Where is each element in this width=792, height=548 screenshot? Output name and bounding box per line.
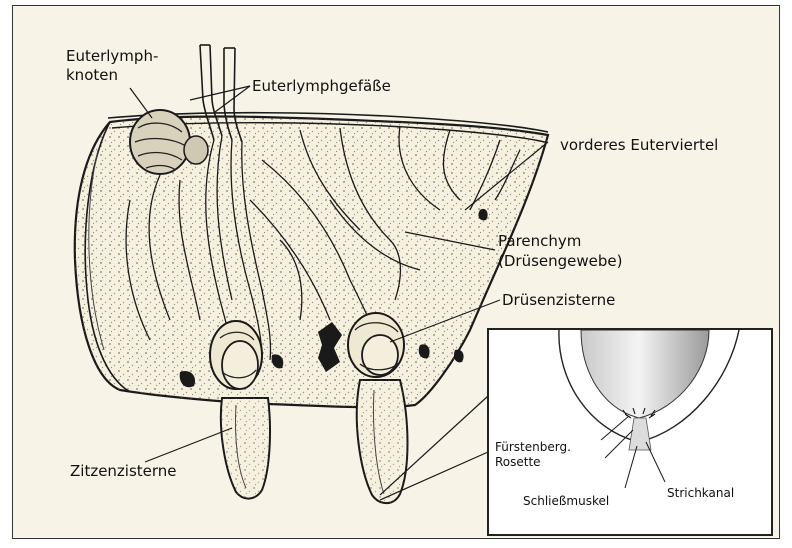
lymph-vessels-label: Euterlymphgefäße <box>252 77 391 95</box>
rosette-label-line2: Rosette <box>495 455 541 470</box>
gland-cistern-label: Drüsenzisterne <box>502 291 615 309</box>
leader-lymph-node <box>130 88 152 118</box>
parenchyma-label-line2: (Drüsengewebe) <box>498 252 622 270</box>
teat-canal-label: Strichkanal <box>667 486 734 501</box>
gland-cistern-right <box>348 313 404 377</box>
rosette-label-line1: Fürstenberg. <box>495 440 571 455</box>
teat-left <box>221 398 270 499</box>
teat-tip-inset: Fürstenberg. Rosette Schließmuskel Stric… <box>487 328 773 536</box>
parenchyma-label-line1: Parenchym <box>498 232 581 250</box>
front-quarter-label: vorderes Euterviertel <box>560 136 718 154</box>
leader-teat-cistern <box>145 428 232 462</box>
teat-cistern-label: Zitzenzisterne <box>70 462 177 480</box>
lymph-nodes-label-line1: Euterlymph- <box>66 47 158 65</box>
sphincter-label: Schließmuskel <box>523 494 609 509</box>
teat-right <box>357 380 408 503</box>
gland-cistern-left <box>210 321 262 389</box>
lymph-nodes-label-line2: knoten <box>66 66 118 84</box>
